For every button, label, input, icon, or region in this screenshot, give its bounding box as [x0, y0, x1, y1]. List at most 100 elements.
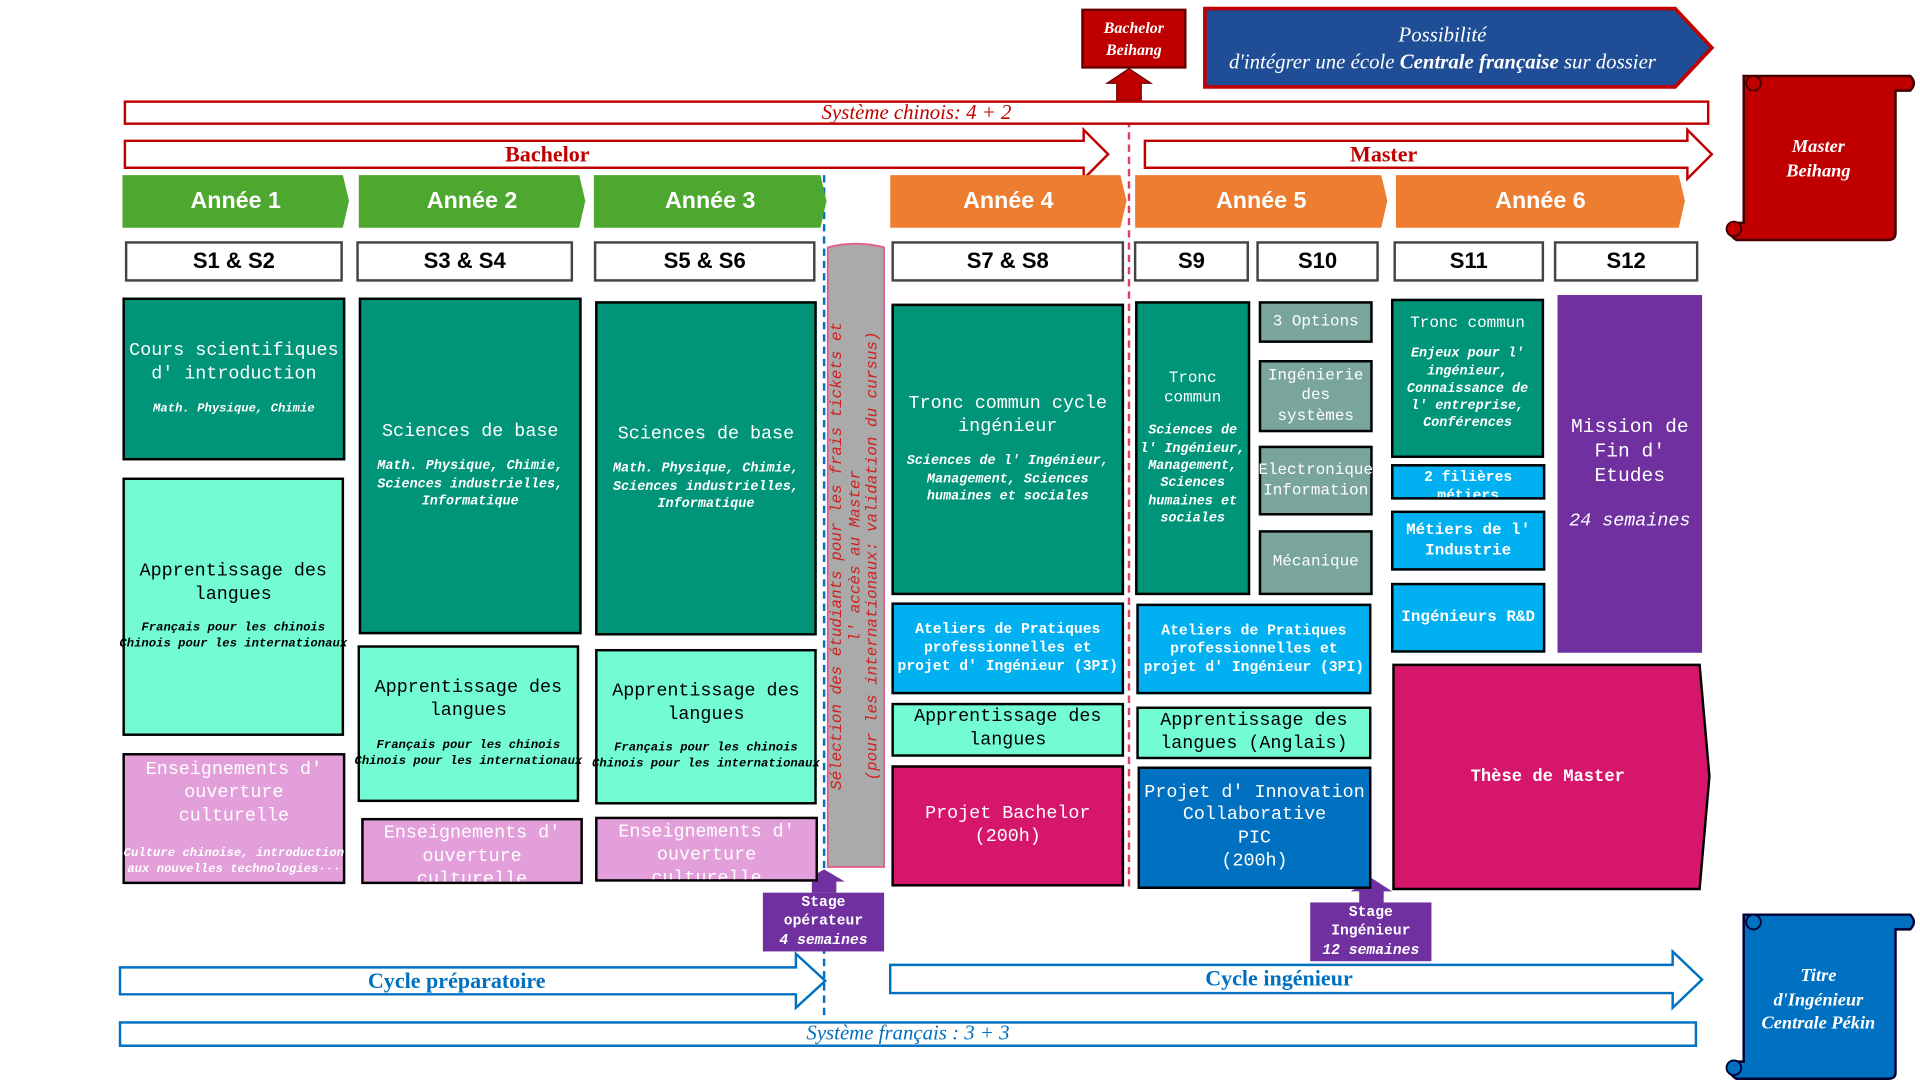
stage-operateur-box: Stage opérateur 4 semaines: [762, 892, 885, 952]
selection-bar: [826, 242, 886, 868]
box-title: Projet Bachelor: [925, 802, 1091, 824]
subtitle-line: aux nouvelles technologies···: [127, 862, 341, 877]
y6-mission-box: Mission de Fin d' Etudes 24 semaines: [1557, 295, 1703, 653]
stage-ingenieur-arrow: [1350, 877, 1393, 903]
y5-option-electronique: Electronique Information: [1258, 445, 1373, 516]
year-4-shape: [890, 175, 1127, 228]
year-6-header: Année 6: [1495, 187, 1586, 214]
pic-line: PIC: [1237, 827, 1272, 849]
systeme-francais-label: Système français : 3 + 3: [806, 1021, 1010, 1045]
y6-filieres-box: 2 filières métiers: [1391, 464, 1546, 500]
bachelor-beihang-line: Beihang: [1106, 40, 1162, 59]
selection-label: Sélection des étudiants pour les frais t…: [827, 244, 884, 868]
pic-line: Collaborative: [1182, 804, 1327, 826]
year-1-shape: [122, 175, 349, 228]
box-title: Apprentissage des langues: [612, 680, 800, 725]
semester-s10: S10: [1256, 241, 1379, 282]
cycle-ingenieur-label: Cycle ingénieur: [1205, 966, 1353, 991]
y5-options-header: 3 Options: [1258, 301, 1373, 343]
y4-projet-box: Projet Bachelor (200h): [891, 765, 1125, 887]
year-5-header: Année 5: [1215, 187, 1307, 214]
box-subtitle: Math. Physique, Chimie, Sciences industr…: [377, 459, 564, 510]
pic-line: (200h): [1221, 850, 1288, 872]
y3-sciences-box: Sciences de base Math. Physique, Chimie,…: [595, 301, 817, 636]
y6-rd-box: Ingénieurs R&D: [1391, 582, 1546, 653]
stage-duration: 12 semaines: [1322, 941, 1420, 959]
selection-line: l' accès au Master: [845, 469, 864, 642]
master-beihang-line: Master: [1791, 136, 1845, 157]
year-3-header: Année 3: [664, 187, 756, 214]
semester-s3-s4: S3 & S4: [356, 241, 574, 282]
y1-culture-box: Enseignements d' ouverture culturelle Cu…: [122, 753, 346, 885]
subtitle-line: Français pour les chinois: [141, 622, 326, 636]
titre-label: Titre d'Ingénieur Centrale Pékin: [1739, 961, 1898, 1041]
stage-duration: 4 semaines: [779, 931, 868, 949]
master-arrow: [1143, 126, 1714, 182]
these-shape: [1392, 663, 1711, 891]
semester-s11: S11: [1393, 241, 1545, 282]
stage-line: Stage: [1348, 903, 1393, 921]
box-title: Enseignements d' ouverture culturelle: [145, 759, 323, 827]
year-1-header: Année 1: [190, 187, 281, 214]
y4-tronc-box: Tronc commun cycle ingénieur Sciences de…: [891, 303, 1125, 596]
titre-line: Centrale Pékin: [1761, 1014, 1876, 1034]
year-5-shape: [1135, 175, 1388, 228]
box-title: Enseignements d' ouverture culturelle: [383, 822, 561, 885]
box-title: Tronc commun: [1410, 313, 1525, 332]
y5-langues-box: Apprentissage des langues (Anglais): [1136, 706, 1372, 760]
systeme-chinois-label: Système chinois: 4 + 2: [821, 100, 1012, 124]
semester-s7-s8: S7 & S8: [891, 241, 1125, 282]
box-title: Enseignements d' ouverture culturelle: [618, 821, 795, 882]
y2-culture-box: Enseignements d' ouverture culturelle: [361, 817, 583, 885]
possibilite-banner: [1203, 6, 1715, 89]
stage-operateur-arrow: [803, 869, 845, 893]
box-title: Tronc commun cycle ingénieur: [908, 392, 1107, 437]
y4-langues-box: Apprentissage des langues: [891, 702, 1125, 757]
systeme-francais-bar: [118, 1021, 1698, 1047]
cycle-preparatoire-arrow: [118, 951, 828, 1011]
bachelor-label: Bachelor: [505, 141, 590, 166]
y6-metiers-box: Métiers de l' Industrie: [1391, 510, 1546, 571]
semester-s5-s6: S5 & S6: [593, 241, 816, 282]
possibilite-post: sur dossier: [1558, 50, 1656, 74]
subtitle-line: Français pour les chinois: [376, 739, 561, 753]
semester-s12: S12: [1553, 241, 1699, 282]
box-title: Sciences de base: [382, 420, 559, 442]
possibilite-pre: d'intégrer une école: [1228, 50, 1400, 74]
box-title: Cours scientifiques d' introduction: [129, 340, 339, 385]
titre-line: Titre: [1800, 966, 1837, 987]
bachelor-beihang-label: Bachelor Beihang: [1082, 12, 1185, 66]
box-subtitle: 24 semaines: [1569, 510, 1691, 531]
subtitle-line: Culture chinoise, introduction: [123, 846, 345, 861]
possibilite-label: Possibilité d'intégrer une école Central…: [1210, 17, 1675, 81]
y5-ateliers-box: Ateliers de Pratiques professionnelles e…: [1136, 603, 1372, 695]
y5-option-mecanique: Mécanique: [1258, 530, 1373, 596]
pic-line: Projet d' Innovation: [1144, 781, 1365, 803]
year-3-shape: [593, 175, 827, 228]
box-title: Tronc commun: [1164, 368, 1222, 407]
stage-line: Stage: [801, 893, 846, 911]
up-arrow-icon: [1104, 67, 1154, 102]
y4-ateliers-box: Ateliers de Pratiques professionnelles e…: [891, 602, 1125, 695]
subtitle-line: Français pour les chinois: [614, 742, 798, 756]
year-4-header: Année 4: [963, 187, 1054, 214]
box-subtitle: Math. Physique, Chimie: [153, 402, 315, 417]
y5-pic-box: Projet d' Innovation Collaborative PIC (…: [1137, 766, 1372, 889]
y3-culture-box: Enseignements d' ouverture culturelle: [595, 816, 818, 882]
subtitle-line: Chinois pour les internationaux: [119, 638, 348, 652]
stage-line: opérateur: [783, 912, 864, 930]
semester-s1-s2: S1 & S2: [124, 241, 343, 282]
cycle-ingenieur-arrow: [888, 948, 1704, 1011]
box-subtitle: Math. Physique, Chimie, Sciences industr…: [612, 462, 799, 512]
bachelor-beihang-banner: [1081, 8, 1187, 69]
master-label: Master: [1350, 141, 1418, 166]
possibilite-line1: Possibilité: [1398, 23, 1487, 47]
y5-tronc-box: Tronc commun Sciences de l' Ingénieur, M…: [1135, 301, 1251, 596]
year-6-shape: [1395, 175, 1685, 228]
possibilite-line2: d'intégrer une école Centrale française …: [1229, 49, 1656, 76]
